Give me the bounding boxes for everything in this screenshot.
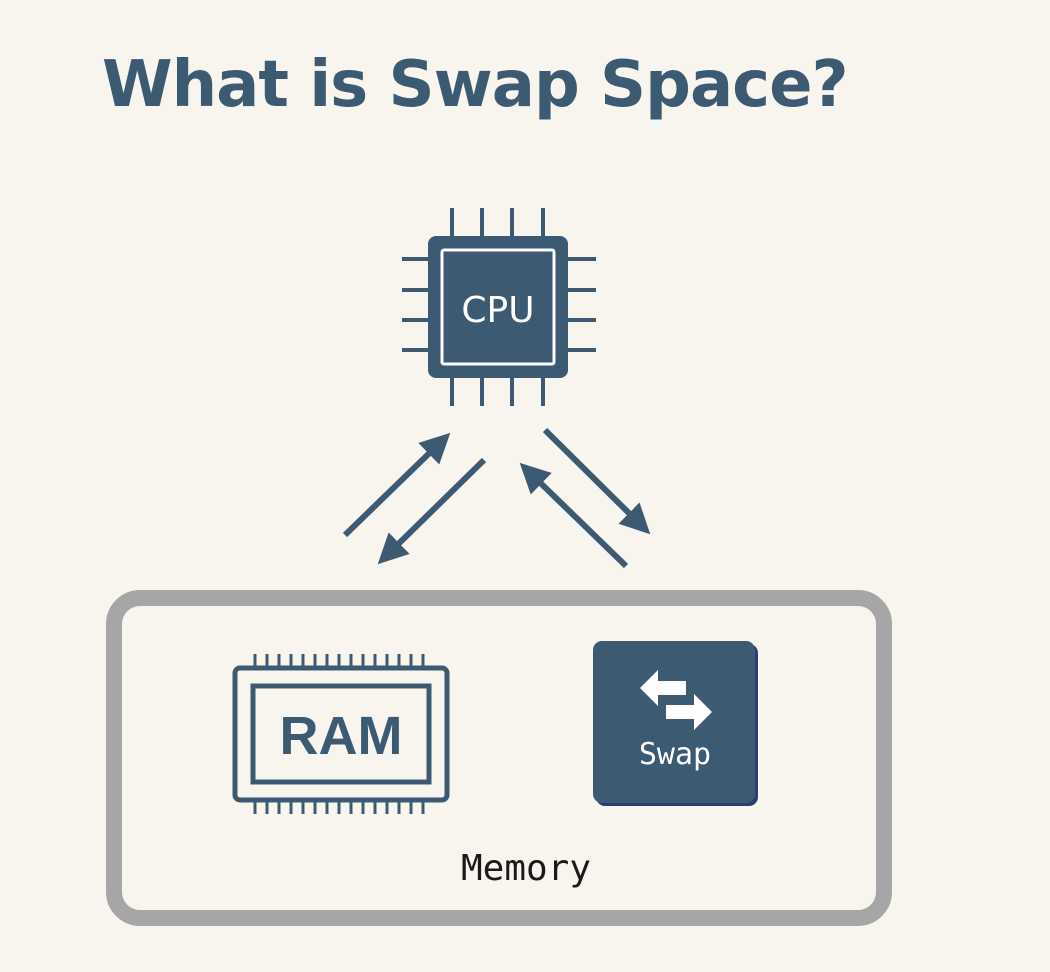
cpu-to-ram-arrow (377, 457, 487, 565)
cpu-label: CPU (461, 290, 534, 331)
memory-container (106, 590, 892, 926)
ram-label: RAM (280, 706, 403, 766)
cpu-to-swap-arrow (542, 427, 651, 535)
ram-to-cpu-arrow (342, 432, 451, 538)
cpu-chip-icon (402, 208, 596, 406)
swap-label: Swap (639, 737, 711, 772)
swap-to-cpu-arrow (519, 462, 629, 569)
ram-module-icon (232, 654, 450, 814)
data-flow-arrows (342, 427, 651, 569)
swap-tile (593, 641, 758, 806)
swap-arrows-icon (640, 670, 712, 730)
page-title: What is Swap Space? (102, 48, 849, 122)
memory-label: Memory (461, 848, 591, 889)
